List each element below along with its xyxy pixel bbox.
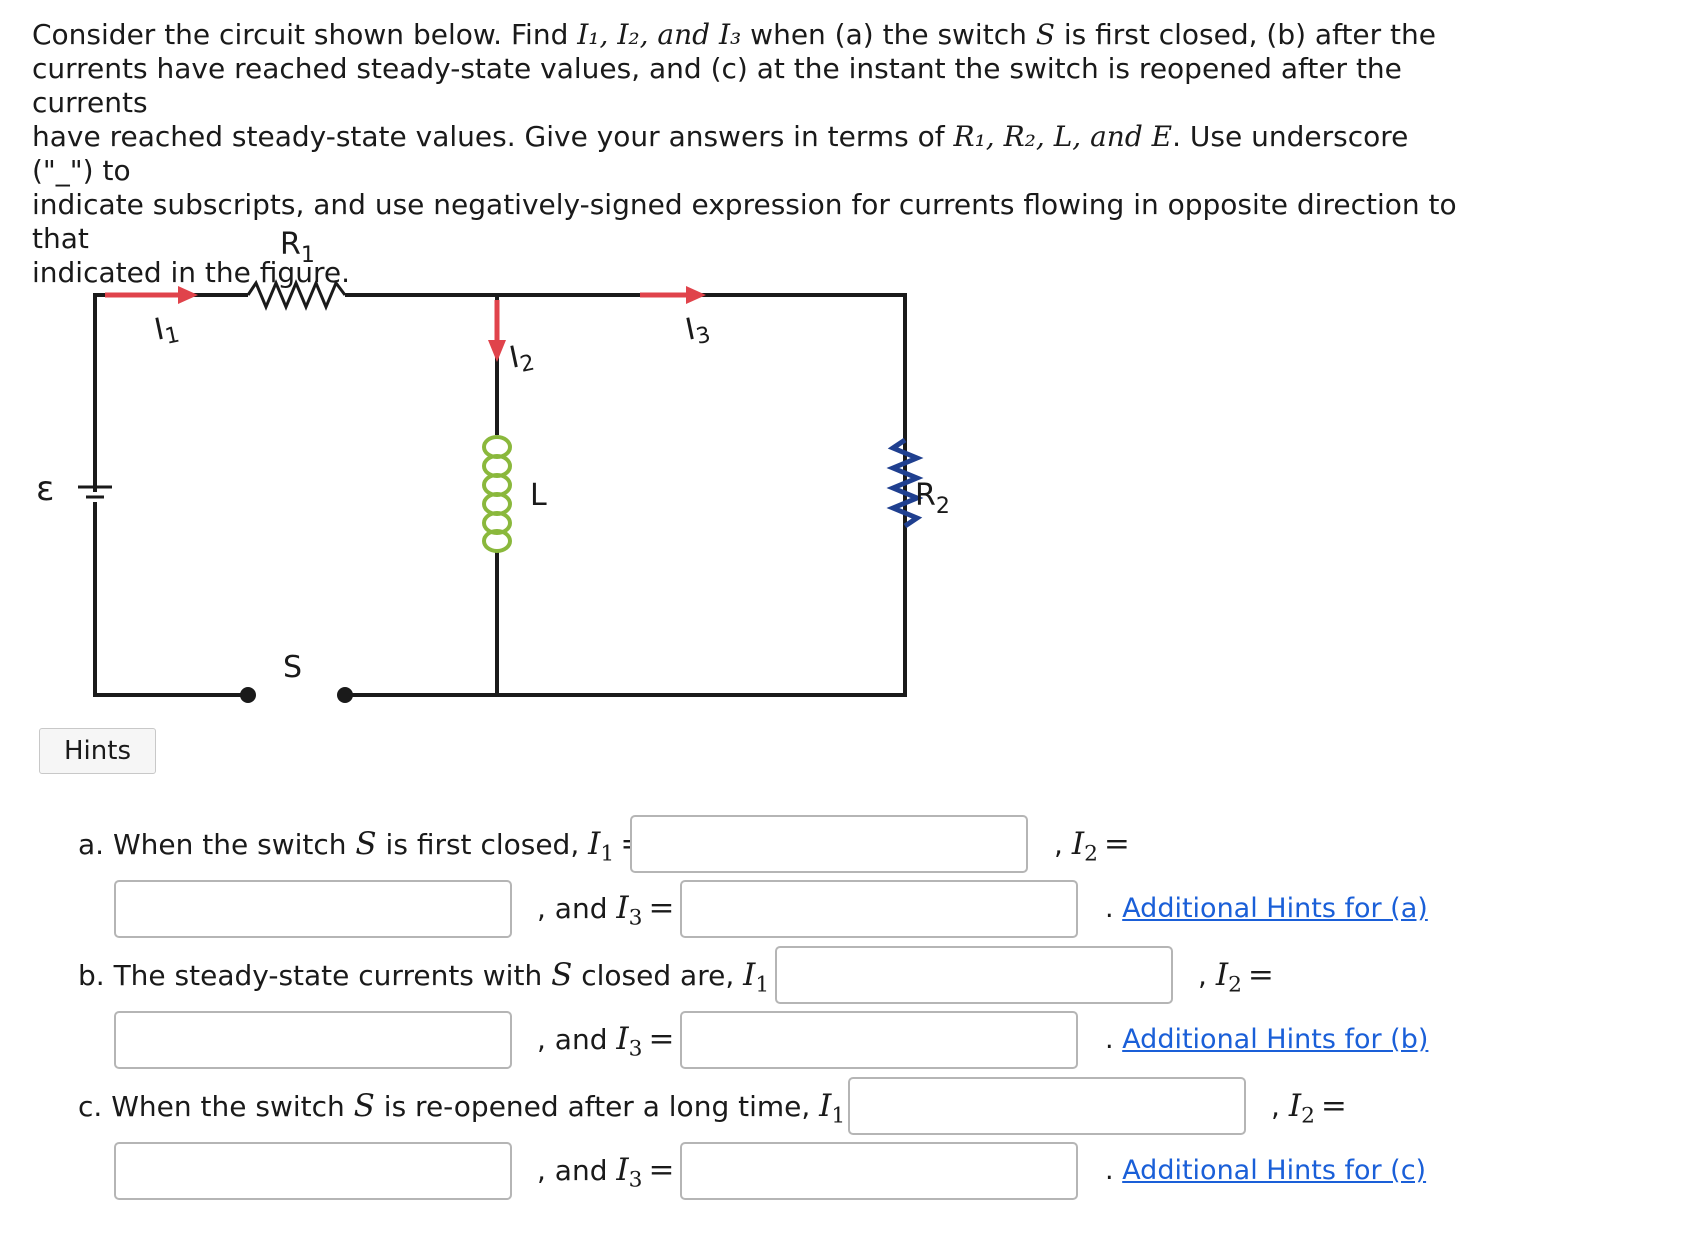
answer-a-i3-input[interactable] [680, 880, 1078, 938]
part-a-i1-symbol: I1 [588, 826, 615, 867]
equals-sign: = [1320, 1088, 1347, 1124]
and-text: , and [537, 1154, 617, 1187]
and-text: , and [537, 1023, 617, 1056]
part-c-i3-symbol: I3 [616, 1152, 643, 1193]
comma: , [1198, 959, 1207, 992]
part-b-tail: closed are, [572, 959, 744, 992]
equals-sign: = [1247, 957, 1274, 993]
additional-hints-c-link[interactable]: Additional Hints for (c) [1122, 1155, 1427, 1186]
inductor-coil-icon [482, 435, 512, 553]
r2-label: R2 [915, 478, 950, 519]
switch-label: S [283, 650, 302, 685]
period: . [1105, 1155, 1114, 1186]
answer-b-i2-input[interactable] [114, 1011, 512, 1069]
part-c-i1-symbol: I1 [819, 1088, 846, 1129]
part-c-i2-symbol: I2 [1288, 1088, 1315, 1129]
part-b-lead: b. The steady-state currents with [78, 959, 552, 992]
wire-top-right [345, 293, 907, 697]
prompt-line-4: indicate subscripts, and use negatively-… [32, 188, 1457, 255]
and-text: , and [537, 892, 617, 925]
switch-math: S [1035, 18, 1055, 51]
part-a-i2-label: , I2= [1054, 824, 1130, 875]
part-b-i2-symbol: I2 [1215, 957, 1242, 998]
prompt-text: have reached steady-state values. Give y… [32, 120, 954, 153]
part-a-tail: is first closed, [376, 828, 589, 861]
answer-b-i3-input[interactable] [680, 1011, 1078, 1069]
part-c-tail: is re-opened after a long time, [374, 1090, 820, 1123]
answer-c-i1-input[interactable] [848, 1077, 1246, 1135]
i2-label: I2 [506, 337, 536, 380]
comma: , [1271, 1090, 1280, 1123]
period: . [1105, 1024, 1114, 1055]
comma: , [1054, 828, 1063, 861]
i3-arrow-icon [686, 286, 706, 304]
part-b-switch-math: S [551, 957, 573, 993]
i2-arrow-icon [488, 340, 506, 362]
part-c-switch-math: S [353, 1088, 375, 1124]
prompt-text: when (a) the switch [741, 18, 1036, 51]
part-a-hint-row: . Additional Hints for (a) [1105, 889, 1428, 929]
i1-label: I1 [151, 309, 181, 352]
part-a-lead: a. When the switch [78, 828, 356, 861]
part-b-i1-symbol: I1 [743, 957, 770, 998]
part-a-prompt: a. When the switch S is first closed, I1… [78, 824, 646, 875]
equals-sign: = [648, 1152, 675, 1188]
resistor-r1-icon [246, 279, 347, 311]
answer-c-i2-input[interactable] [114, 1142, 512, 1200]
resistor-r2-icon [886, 437, 924, 529]
problem-statement: Consider the circuit shown below. Find I… [32, 18, 1472, 290]
part-c-i2-label: , I2= [1271, 1086, 1347, 1137]
answer-c-i3-input[interactable] [680, 1142, 1078, 1200]
answer-a-i1-input[interactable] [630, 815, 1028, 873]
part-b-i3-label: , and I3= [537, 1019, 674, 1070]
equals-sign: = [648, 890, 675, 926]
prompt-text: . Use underscore ("_") to [32, 120, 1409, 187]
i1-arrow-icon [178, 286, 198, 304]
prompt-line-3: have reached steady-state values. Give y… [32, 120, 1472, 188]
switch-s-icon [240, 687, 353, 703]
part-a-switch-math: S [355, 826, 377, 862]
part-a-i3-symbol: I3 [616, 890, 643, 931]
current-arrows [105, 286, 706, 362]
part-c-hint-row: . Additional Hints for (c) [1105, 1151, 1426, 1191]
part-c-prompt: c. When the switch S is re-opened after … [78, 1086, 877, 1137]
r1-label: R1 [280, 227, 315, 268]
variables-math: R₁, R₂, L, and E [953, 120, 1173, 153]
part-b-i2-label: , I2= [1198, 955, 1274, 1006]
part-c-lead: c. When the switch [78, 1090, 354, 1123]
wire-bottom-left [93, 502, 248, 697]
additional-hints-b-link[interactable]: Additional Hints for (b) [1122, 1024, 1429, 1055]
prompt-text: Consider the circuit shown below. Find [32, 18, 578, 51]
equals-sign: = [648, 1021, 675, 1057]
part-a-i3-label: , and I3= [537, 888, 674, 939]
additional-hints-a-link[interactable]: Additional Hints for (a) [1122, 893, 1428, 924]
battery-emf [78, 485, 112, 499]
part-a-i2-symbol: I2 [1071, 826, 1098, 867]
prompt-text: is first closed, (b) after the [1054, 18, 1437, 51]
part-b-hint-row: . Additional Hints for (b) [1105, 1020, 1428, 1060]
prompt-line-1: Consider the circuit shown below. Find I… [32, 18, 1472, 52]
answer-b-i1-input[interactable] [775, 946, 1173, 1004]
inductor-label: L [530, 478, 547, 513]
part-b-i3-symbol: I3 [616, 1021, 643, 1062]
equals-sign: = [1103, 826, 1130, 862]
part-b-prompt: b. The steady-state currents with S clos… [78, 955, 801, 1006]
part-c-i3-label: , and I3= [537, 1150, 674, 1201]
answer-a-i2-input[interactable] [114, 880, 512, 938]
hints-button[interactable]: Hints [39, 728, 156, 774]
i3-label: I3 [682, 309, 712, 352]
period: . [1105, 893, 1114, 924]
emf-label: ε [36, 469, 54, 509]
prompt-line-2: currents have reached steady-state value… [32, 52, 1402, 119]
currents-math: I₁, I₂, and I₃ [577, 18, 742, 51]
